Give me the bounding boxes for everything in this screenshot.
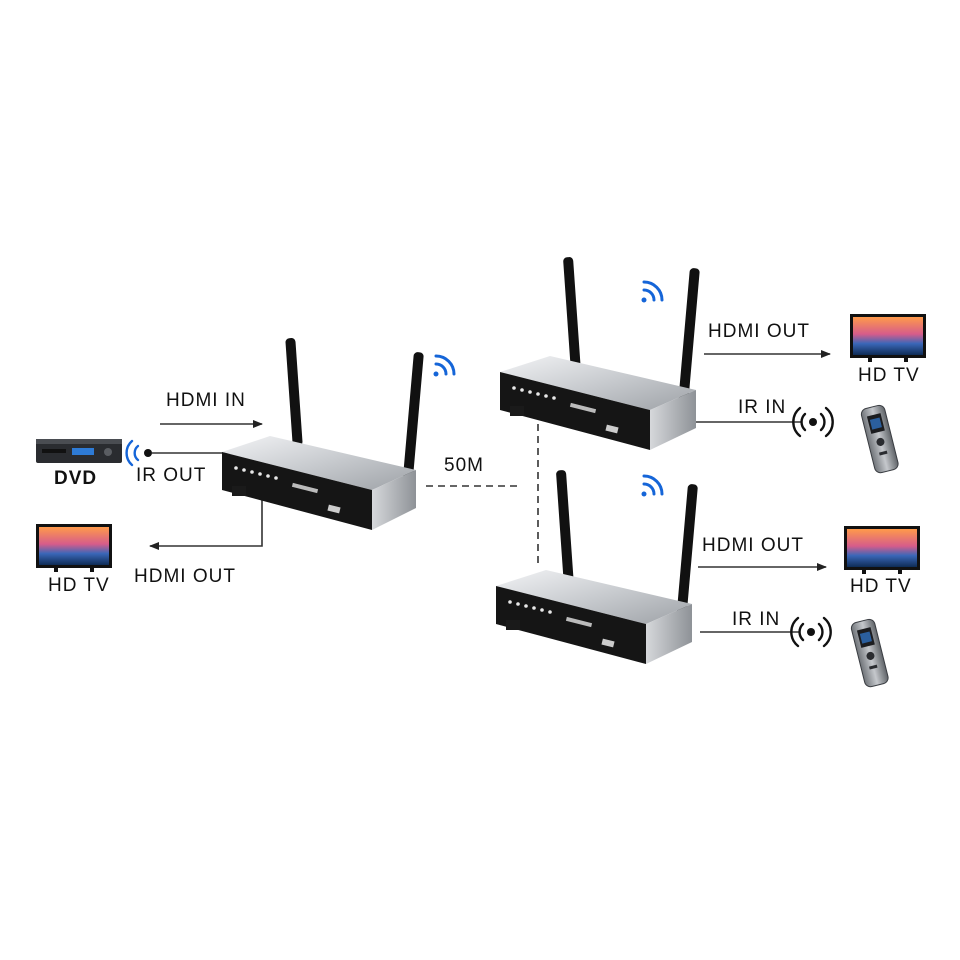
device-top [500, 356, 696, 410]
device-top [496, 570, 692, 624]
brand-mark [565, 616, 593, 628]
wifi-icon [641, 474, 664, 497]
device-foot [232, 486, 246, 496]
front-panel-leds [234, 466, 278, 480]
transmitter-unit [222, 338, 456, 530]
brand-mark [291, 482, 319, 494]
antenna-left [556, 470, 574, 588]
left-hdmi-out-arrow [149, 488, 263, 550]
hdmi-in-label: HDMI IN [166, 390, 246, 411]
rx2-ir-sensor-icon [790, 616, 832, 648]
front-panel-leds [512, 386, 556, 400]
front-port [605, 424, 619, 434]
rx2-hdmi-out-label: HDMI OUT [702, 535, 804, 556]
ir-emitter-icon [125, 439, 152, 467]
device-foot [510, 406, 524, 416]
left-hd-tv-label: HD TV [48, 575, 110, 596]
dvd-tray [42, 449, 66, 453]
antenna-right [678, 268, 700, 404]
antenna-right [402, 352, 424, 488]
distance-label: 50M [444, 455, 484, 476]
device-side [372, 470, 416, 530]
brand-mark [569, 402, 597, 414]
left-hd-tv-icon [36, 524, 112, 572]
rx1-ir-sensor-icon [792, 406, 834, 438]
front-panel-leds [508, 600, 552, 614]
device-side [646, 604, 692, 664]
receiver-unit-2 [496, 470, 698, 664]
rx1-remote-control-icon [860, 404, 899, 474]
dvd-label: DVD [54, 468, 97, 489]
ir-out-label: IR OUT [136, 465, 206, 486]
antenna-left [285, 338, 303, 446]
left-hdmi-out-label: HDMI OUT [134, 566, 236, 587]
rx1-hdmi-out-label: HDMI OUT [708, 321, 810, 342]
dvd-top [36, 439, 122, 444]
front-port [601, 638, 615, 648]
rx2-remote-control-icon [850, 618, 889, 688]
rx2-ir-in-label: IR IN [732, 609, 780, 630]
antenna-left [563, 257, 581, 373]
rx1-ir-in-label: IR IN [738, 397, 786, 418]
rx2-hd-tv-icon [844, 526, 920, 574]
device-top [222, 436, 416, 490]
rx1-hd-tv-label: HD TV [858, 365, 920, 386]
connection-lines [149, 350, 831, 633]
dvd-knob [104, 448, 112, 456]
receiver-unit-1 [500, 257, 700, 450]
wifi-icon [433, 354, 456, 377]
dvd-display [72, 448, 94, 455]
rx2-hd-tv-label: HD TV [850, 576, 912, 597]
device-foot [506, 620, 520, 630]
wifi-icon [641, 280, 664, 303]
antenna-right [676, 484, 698, 622]
rx1-hd-tv-icon [850, 314, 926, 362]
front-port [327, 504, 341, 514]
dvd-player [36, 439, 122, 463]
device-side [650, 390, 696, 450]
